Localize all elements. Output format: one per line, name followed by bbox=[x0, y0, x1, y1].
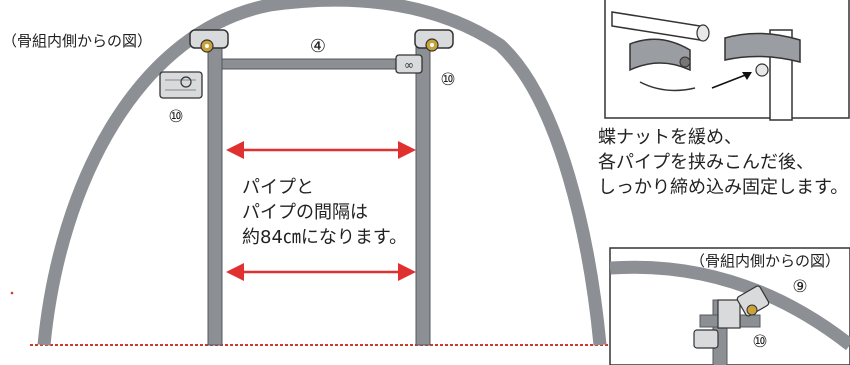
right-top-clamp bbox=[414, 29, 454, 52]
spacing-arrow-lower bbox=[226, 263, 416, 281]
part-number-corner-lower: ⑩ bbox=[752, 332, 767, 352]
instruction-line-3: しっかり締め込み固定します。 bbox=[598, 177, 848, 198]
left-top-clamp bbox=[189, 29, 229, 53]
svg-text:∞: ∞ bbox=[404, 58, 414, 72]
instruction-line-1: 蝶ナットを緩め、 bbox=[598, 127, 742, 148]
spacing-arrow-upper bbox=[226, 141, 416, 159]
part-number-clamp-right: ⑩ bbox=[440, 70, 455, 90]
crossbar-clamp-right: ∞ bbox=[395, 54, 423, 74]
spacing-note-line-1: パイプと bbox=[242, 177, 314, 198]
corner-detail-box bbox=[609, 247, 850, 365]
loose-clamp bbox=[159, 71, 203, 99]
crossbar-pipe bbox=[221, 58, 419, 70]
part-number-corner-upper: ⑨ bbox=[792, 277, 807, 297]
clamp-detail-box bbox=[604, 0, 850, 121]
spacing-note-line-3: 約84㎝になります。 bbox=[242, 227, 407, 248]
arch-frame bbox=[37, 0, 607, 346]
instruction-line-2: 各パイプを挟みこんだ後、 bbox=[598, 152, 814, 173]
part-number-crossbar: ④ bbox=[310, 36, 326, 57]
left-post bbox=[207, 44, 223, 346]
right-post bbox=[415, 39, 431, 346]
part-number-clamp-loose: ⑩ bbox=[168, 107, 183, 127]
ground-marker bbox=[10, 291, 14, 295]
view-label-left: （骨組内側からの図） bbox=[2, 32, 152, 50]
view-label-right: （骨組内側からの図） bbox=[690, 252, 840, 270]
spacing-note-line-2: パイプの間隔は bbox=[242, 202, 368, 223]
